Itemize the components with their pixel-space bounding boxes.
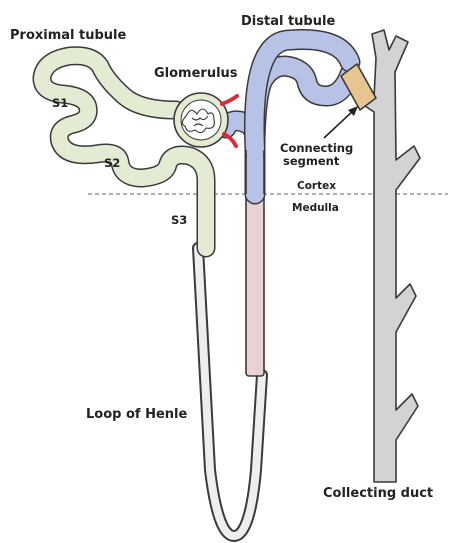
s2-label: S2 <box>104 156 120 170</box>
connecting-segment-arrow-line <box>324 110 354 138</box>
distal-tubule-label: Distal tubule <box>241 14 335 29</box>
medulla-label: Medulla <box>292 202 339 214</box>
collecting-duct-label: Collecting duct <box>323 486 433 501</box>
thick-ascending-limb <box>246 194 264 376</box>
glomerulus-label: Glomerulus <box>154 66 238 81</box>
s1-label: S1 <box>52 96 68 110</box>
bowmans-space <box>181 100 221 140</box>
s3-label: S3 <box>171 213 187 227</box>
proximal-tubule-label: Proximal tubule <box>10 28 126 43</box>
afferent-arteriole <box>222 96 237 104</box>
connecting-segment-label-line1: Connecting <box>280 141 353 155</box>
cortex-label: Cortex <box>297 180 336 192</box>
efferent-arteriole <box>224 134 236 146</box>
distal-tubule-cover <box>247 150 263 194</box>
connecting-segment-label-line2: segment <box>283 154 340 168</box>
loop-of-henle-label: Loop of Henle <box>86 407 187 422</box>
